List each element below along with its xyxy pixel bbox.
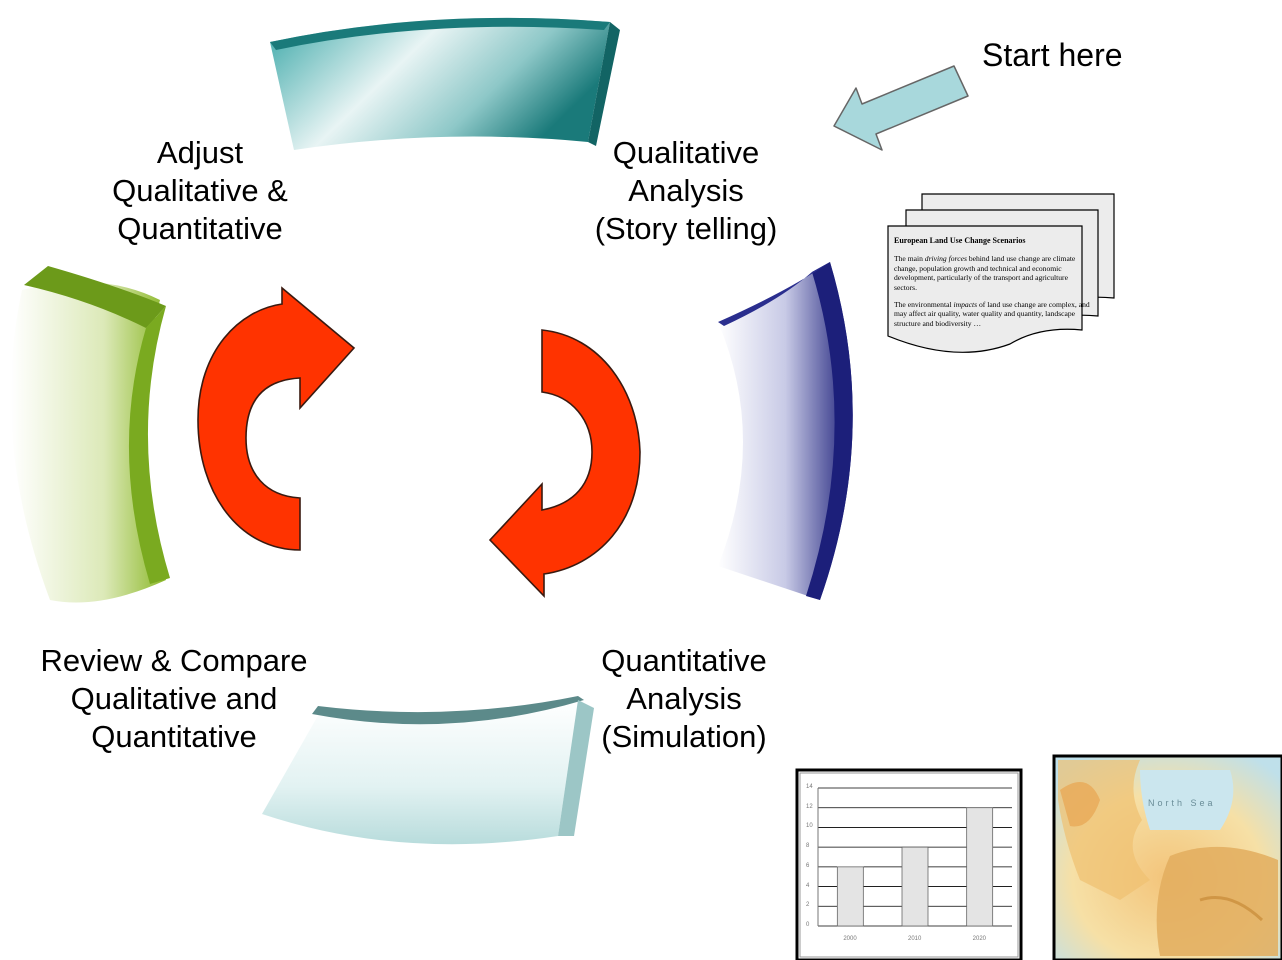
review-line-1: Review & Compare (40, 643, 308, 678)
quantitative-line-3: (Simulation) (601, 719, 767, 754)
quantitative-line-1: Quantitative (601, 643, 767, 678)
adjust-line-2: Qualitative & (112, 173, 288, 208)
adjust-line-3: Quantitative (117, 211, 283, 246)
review-line-3: Quantitative (91, 719, 257, 754)
chart-x-tick-label: 2020 (972, 936, 987, 942)
chart-y-tick-label: 14 (806, 784, 813, 790)
label-adjust: Adjust Qualitative & Quantitative (108, 134, 292, 248)
document-stack (887, 193, 1115, 353)
cycle-arrow-left (197, 286, 356, 551)
adjust-line-1: Adjust (156, 135, 244, 170)
chart-bar (836, 866, 864, 927)
document-text: European Land Use Change Scenarios The m… (894, 236, 1090, 336)
document-title: European Land Use Change Scenarios (894, 236, 1026, 245)
chart-bar (966, 807, 994, 927)
review-line-2: Qualitative and (70, 681, 278, 716)
chart-x-tick-label: 2010 (908, 936, 922, 942)
label-quantitative: Quantitative Analysis (Simulation) (590, 642, 778, 756)
chart-y-tick-label: 4 (806, 882, 810, 889)
cycle-segment-left (10, 266, 170, 603)
quantitative-line-2: Analysis (626, 681, 742, 716)
cycle-segment-right (718, 262, 853, 600)
start-label: Start here (982, 37, 1123, 73)
bar-chart-thumbnail (795, 768, 1023, 960)
label-qualitative: Qualitative Analysis (Story telling) (592, 134, 780, 248)
document-paragraph-1: The main driving forces behind land use … (894, 254, 1076, 292)
chart-bar (901, 846, 929, 927)
cycle-segment-bottom (262, 696, 594, 845)
chart-y-tick-label: 8 (806, 843, 810, 850)
map-sea-label: North Sea (1148, 798, 1216, 808)
cycle-arrow-right (488, 329, 641, 598)
chart-x-tick-label: 2000 (843, 936, 857, 942)
start-arrow (833, 65, 969, 151)
chart-y-tick-label: 0 (806, 922, 810, 928)
chart-y-tick-label: 12 (806, 803, 813, 810)
label-start-here: Start here (982, 36, 1123, 74)
chart-y-tick-label: 6 (806, 862, 810, 869)
label-review: Review & Compare Qualitative and Quantit… (14, 642, 334, 756)
document-paragraph-2: The environmental impacts of land use ch… (894, 300, 1090, 328)
qualitative-line-1: Qualitative (612, 135, 760, 170)
chart-y-tick-label: 2 (806, 902, 810, 909)
cycle-segment-top (270, 17, 620, 150)
qualitative-line-3: (Story telling) (594, 211, 778, 246)
chart-y-tick-label: 10 (806, 823, 813, 830)
qualitative-line-2: Analysis (628, 173, 744, 208)
map-thumbnail (1052, 754, 1282, 960)
